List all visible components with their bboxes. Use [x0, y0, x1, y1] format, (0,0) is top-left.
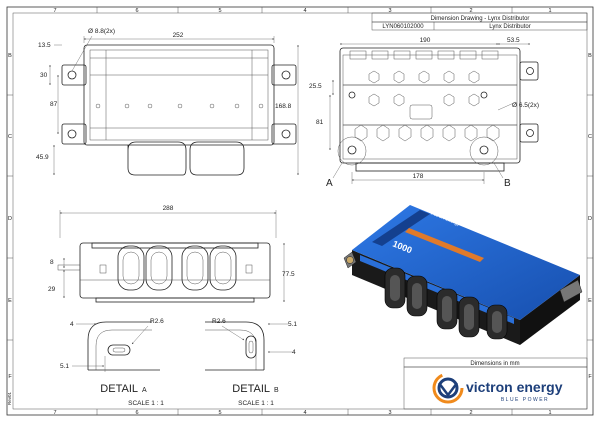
end-view-dim-upper: 25.5 — [309, 83, 322, 90]
frame-col-top-5: 5 — [218, 8, 221, 14]
frame-row-right-e: E — [588, 298, 592, 304]
top-view-dim-hole-dia: Ø 8.8(2x) — [88, 28, 115, 35]
top-view: 252 13.5 Ø 8.8(2x) 30 87 168.8 45.9 — [36, 28, 299, 176]
end-view: A B 190 53.5 25.5 81 Ø 6.5(2x) 178 — [309, 37, 539, 189]
frame-col-bottom-5: 5 — [218, 410, 221, 416]
frame-col-top-1: 1 — [548, 8, 551, 14]
frame-col-top-4: 4 — [303, 8, 306, 14]
side-view-dim-length: 288 — [163, 205, 174, 212]
logo-block: Dimensions in mm victron energy BLUE POW… — [403, 357, 588, 410]
top-view-dim-width: 168.8 — [275, 103, 292, 110]
product-name: Lynx Distributor — [489, 24, 530, 30]
drawing-frame: 7 6 5 4 3 2 1 7 6 5 4 3 2 1 B C D E F B … — [6, 6, 594, 416]
side-view-dim-height: 77.5 — [282, 271, 295, 278]
detail-a-letter: A — [142, 387, 147, 394]
brand-name: victron energy — [466, 379, 563, 395]
detail-b-dim-offset: 5.1 — [288, 321, 297, 328]
detail-b-dim-dist: 4 — [292, 349, 296, 356]
detail-b: R2.6 5.1 4 DETAIL B SCALE 1 : 1 — [205, 318, 297, 407]
end-view-marker-b: B — [504, 178, 511, 189]
side-view: 288 8 77.5 29 — [48, 205, 295, 303]
top-view-dim-tab-offset: 13.5 — [38, 42, 51, 49]
top-view-dim-length: 252 — [173, 32, 184, 39]
frame-col-bottom-4: 4 — [303, 410, 306, 416]
detail-b-letter: B — [274, 387, 279, 394]
end-view-marker-a: A — [326, 178, 333, 189]
frame-col-top-6: 6 — [135, 8, 138, 14]
end-view-dim-hole-spacing: 178 — [413, 173, 424, 180]
detail-a-dim-offset: 5.1 — [60, 363, 69, 370]
end-view-dim-offset: 53.5 — [507, 37, 520, 44]
product-illustration: victron energy 1000 — [343, 205, 583, 345]
frame-col-bottom-6: 6 — [135, 410, 138, 416]
side-view-dim-stud: 8 — [50, 259, 54, 266]
top-view-dim-boss: 45.9 — [36, 154, 49, 161]
side-view-dim-base: 29 — [48, 286, 56, 293]
frame-row-right-f: F — [588, 374, 592, 380]
detail-a-dim-radius: R2.6 — [150, 318, 164, 325]
top-view-dim-hole-spacing: 87 — [50, 101, 58, 108]
part-number: LYN060102000 — [382, 24, 424, 30]
detail-a: 4 R2.6 5.1 DETAIL A SCALE 1 : 1 — [60, 318, 164, 407]
drawing-title: Dimension Drawing - Lynx Distributor — [431, 16, 530, 22]
brand-tagline: BLUE POWER — [501, 397, 549, 403]
frame-col-top-2: 2 — [469, 8, 472, 14]
frame-col-bottom-1: 1 — [548, 410, 551, 416]
end-view-dim-hole-dia: Ø 6.5(2x) — [512, 102, 539, 109]
frame-col-top-7: 7 — [53, 8, 56, 14]
units-note: Dimensions in mm — [470, 361, 519, 367]
revision-note: Rev01 — [7, 391, 12, 405]
frame-row-left-c: C — [8, 134, 12, 140]
top-view-dim-tab-height: 30 — [40, 72, 48, 79]
end-view-dim-width: 190 — [420, 37, 431, 44]
title-block: Dimension Drawing - Lynx Distributor LYN… — [371, 12, 588, 31]
detail-b-label: DETAIL — [232, 383, 270, 395]
frame-row-left-e: E — [8, 298, 12, 304]
end-view-dim-height: 81 — [316, 119, 324, 126]
frame-row-right-b: B — [588, 53, 592, 59]
detail-a-dim-dist: 4 — [70, 321, 74, 328]
detail-b-scale: SCALE 1 : 1 — [238, 400, 274, 407]
frame-row-left-f: F — [8, 374, 12, 380]
orange-stripe — [405, 228, 484, 262]
frame-row-right-d: D — [588, 216, 592, 222]
victron-logo-icon — [432, 372, 464, 404]
frame-row-left-d: D — [8, 216, 12, 222]
frame-col-bottom-3: 3 — [388, 410, 391, 416]
frame-row-left-b: B — [8, 53, 12, 59]
frame-row-right-c: C — [588, 134, 592, 140]
detail-a-label: DETAIL — [100, 383, 138, 395]
frame-col-top-3: 3 — [388, 8, 391, 14]
frame-col-bottom-7: 7 — [53, 410, 56, 416]
frame-col-bottom-2: 2 — [469, 410, 472, 416]
detail-a-scale: SCALE 1 : 1 — [128, 400, 164, 407]
detail-b-dim-radius: R2.6 — [212, 318, 226, 325]
